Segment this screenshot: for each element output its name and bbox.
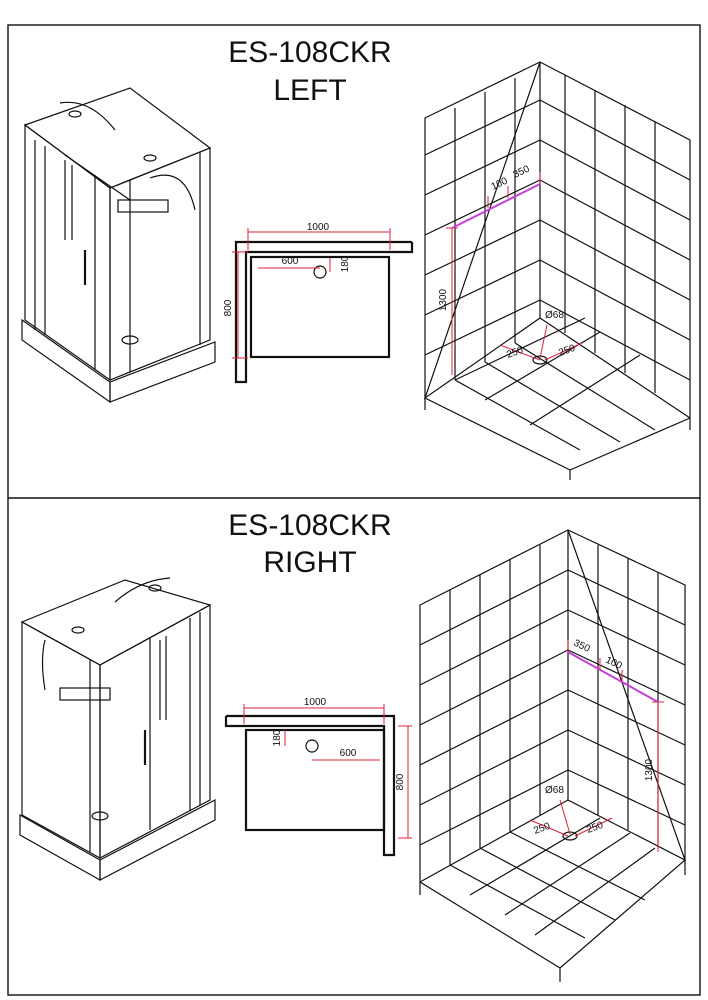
side-title: RIGHT <box>263 546 356 579</box>
tray-plan: 1000 800 600 180 <box>224 697 412 857</box>
wall-corner: 1300 100 350 Ø68 250 250 <box>423 61 691 480</box>
drain-diameter: Ø68 <box>545 310 564 321</box>
wall-seg-b: 100 <box>604 655 624 672</box>
wall-height-dim: 1300 <box>438 288 449 311</box>
drain-offset-right: 250 <box>585 820 605 836</box>
sheet-border <box>7 24 701 996</box>
drain-x-dim: 600 <box>282 256 299 267</box>
drain-offset-left: 250 <box>532 821 552 837</box>
wall-height-dim: 1300 <box>644 758 655 781</box>
tray-width-dim: 1000 <box>307 222 330 233</box>
panel-left: ES-108CKR LEFT <box>21 36 691 480</box>
drain-offset-right: 250 <box>557 343 577 359</box>
tray-depth-dim: 800 <box>395 773 406 790</box>
wall-seg-a: 350 <box>572 638 592 655</box>
tray-depth-dim: 800 <box>223 299 234 316</box>
drain-y-dim: 180 <box>340 255 351 272</box>
model-title: ES-108CKR <box>228 36 391 69</box>
panel-right: ES-108CKR RIGHT <box>19 509 687 982</box>
wall-seg-a: 100 <box>490 176 510 193</box>
wall-corner: 1300 350 100 Ø68 250 250 <box>419 529 687 982</box>
drain-y-dim: 180 <box>272 729 283 746</box>
model-title: ES-108CKR <box>228 509 391 542</box>
drain-diameter: Ø68 <box>545 785 564 796</box>
cabin-drawing <box>21 87 216 404</box>
side-title: LEFT <box>273 74 346 107</box>
drain-x-dim: 600 <box>340 748 357 759</box>
tray-width-dim: 1000 <box>304 697 327 708</box>
tray-plan: 1000 800 600 180 <box>223 222 414 384</box>
cabin-drawing <box>19 577 216 882</box>
